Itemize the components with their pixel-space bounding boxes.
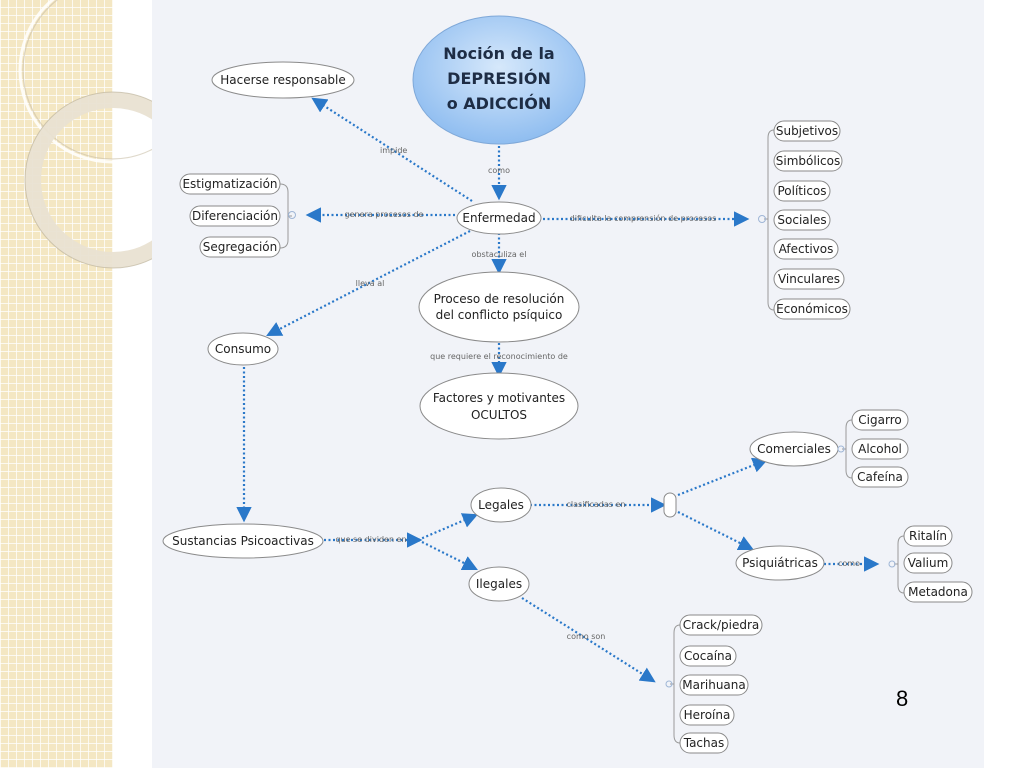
- edge-to-psiquiatricas: [677, 511, 754, 550]
- item-politicos: Políticos: [777, 184, 826, 198]
- node-sustancias[interactable]: Sustancias Psicoactivas: [162, 523, 324, 559]
- label-lleva: lleva al: [356, 279, 385, 288]
- label-impide: impide: [380, 146, 407, 155]
- svg-text:Psiquiátricas: Psiquiátricas: [742, 556, 818, 570]
- edge-to-legales: [417, 513, 479, 542]
- node-factores[interactable]: Factores y motivantes OCULTOS: [419, 372, 579, 440]
- svg-text:Factores y motivantes: Factores y motivantes: [433, 391, 565, 405]
- root-line-2: DEPRESIÓN: [447, 69, 551, 88]
- item-alcohol: Alcohol: [858, 442, 902, 456]
- label-dificulta: dificulta la comprensión de procesos: [570, 213, 717, 223]
- node-psiquiatricas[interactable]: Psiquiátricas: [735, 545, 825, 581]
- node-hub: [663, 492, 677, 518]
- collapse-dot-procesos[interactable]: [758, 215, 766, 223]
- label-como-son: como son: [567, 632, 606, 641]
- item-metadona: Metadona: [908, 585, 968, 599]
- label-como-psiq: como: [838, 559, 860, 568]
- item-valium: Valium: [908, 556, 949, 570]
- svg-text:del conflicto psíquico: del conflicto psíquico: [436, 308, 563, 322]
- item-cigarro: Cigarro: [858, 413, 901, 427]
- group-comerciales: Cigarro Alcohol Cafeína: [851, 409, 909, 488]
- bracket-psiquiatricas: [894, 535, 905, 594]
- item-cocaina: Cocaína: [684, 649, 732, 663]
- svg-text:OCULTOS: OCULTOS: [471, 408, 527, 422]
- item-heroina: Heroína: [684, 708, 731, 722]
- node-consumo[interactable]: Consumo: [207, 332, 279, 366]
- item-simbolicos: Simbólicos: [776, 154, 840, 168]
- node-legales[interactable]: Legales: [470, 487, 532, 523]
- page-number: 8: [896, 686, 909, 711]
- item-subjetivos: Subjetivos: [776, 124, 838, 138]
- root-node[interactable]: Noción de la DEPRESIÓN o ADICCIÓN: [412, 15, 586, 145]
- root-line-3: o ADICCIÓN: [447, 94, 552, 113]
- svg-text:Proceso de resolución: Proceso de resolución: [434, 292, 565, 306]
- edge-to-ilegales: [417, 539, 478, 570]
- item-crack: Crack/piedra: [683, 618, 760, 632]
- node-ilegales[interactable]: Ilegales: [468, 566, 530, 602]
- svg-text:Hacerse responsable: Hacerse responsable: [220, 73, 346, 87]
- collapse-dot-comerciales[interactable]: [837, 445, 845, 453]
- group-procesos: Subjetivos Simbólicos Políticos Sociales…: [773, 120, 851, 320]
- bracket-estigma: [279, 183, 292, 249]
- group-estigma: Estigmatización Diferenciación Segregaci…: [179, 173, 281, 258]
- item-tachas: Tachas: [683, 736, 725, 750]
- label-dividen: que se dividen en: [335, 535, 406, 544]
- item-sociales: Sociales: [777, 213, 826, 227]
- decorative-rings: [18, 0, 160, 269]
- item-economicos: Económicos: [776, 302, 848, 316]
- collapse-dot-psiquiatricas[interactable]: [888, 560, 896, 568]
- node-comerciales[interactable]: Comerciales: [749, 431, 839, 467]
- mind-map-canvas: impide como genera procesos de dificulta…: [152, 0, 984, 768]
- item-diferenciacion: Diferenciación: [192, 209, 278, 223]
- label-como: como: [488, 166, 510, 175]
- collapse-dot-estigma[interactable]: [288, 211, 296, 219]
- node-proceso[interactable]: Proceso de resolución del conflicto psíq…: [418, 271, 580, 343]
- svg-text:Enfermedad: Enfermedad: [462, 211, 535, 225]
- item-afectivos: Afectivos: [779, 242, 834, 256]
- label-clasificadas: clasificadas en: [567, 500, 626, 509]
- group-ilegales: Crack/piedra Cocaína Marihuana Heroína T…: [679, 614, 763, 754]
- root-line-1: Noción de la: [443, 44, 554, 63]
- edge-to-comerciales: [677, 457, 769, 497]
- node-enfermedad[interactable]: Enfermedad: [456, 201, 542, 235]
- item-vinculares: Vinculares: [778, 272, 840, 286]
- item-segregacion: Segregación: [203, 240, 278, 254]
- edge-como-son: [521, 597, 656, 683]
- svg-text:Ilegales: Ilegales: [476, 577, 522, 591]
- item-ritalin: Ritalín: [909, 529, 947, 543]
- node-hacerse-responsable[interactable]: Hacerse responsable: [211, 61, 355, 99]
- svg-text:Comerciales: Comerciales: [757, 442, 831, 456]
- edge-lleva: [266, 230, 471, 337]
- svg-text:Legales: Legales: [478, 498, 524, 512]
- svg-text:Sustancias Psicoactivas: Sustancias Psicoactivas: [172, 534, 314, 548]
- mind-map: impide como genera procesos de dificulta…: [162, 15, 973, 754]
- svg-text:Consumo: Consumo: [215, 342, 271, 356]
- group-psiquiatricas: Ritalín Valium Metadona: [903, 525, 973, 603]
- label-obstaculiza: obstaculiza el: [472, 250, 527, 259]
- label-genera: genera procesos de: [345, 210, 424, 219]
- item-marihuana: Marihuana: [682, 678, 746, 692]
- item-cafeina: Cafeína: [857, 470, 903, 484]
- label-requiere: que requiere el reconocimiento de: [430, 352, 568, 361]
- collapse-dot-ilegales[interactable]: [665, 680, 673, 688]
- item-estigmatizacion: Estigmatización: [182, 177, 277, 191]
